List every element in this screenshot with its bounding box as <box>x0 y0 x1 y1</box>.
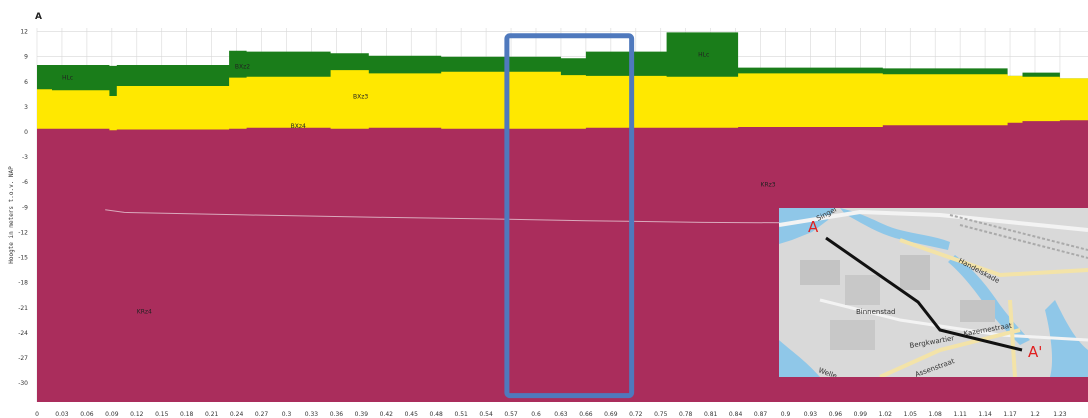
x-tick-label: 0.18 <box>180 411 194 418</box>
map-road <box>779 209 1088 232</box>
y-tick-label: -3 <box>22 154 28 161</box>
x-tick-label: 1.2 <box>1030 411 1040 418</box>
x-tick-label: 0.78 <box>679 411 693 418</box>
y-tick-label: 0 <box>24 129 28 136</box>
chart-title: A <box>35 12 42 22</box>
map-railway <box>959 224 1088 259</box>
map-block <box>845 275 880 305</box>
y-tick-label: -18 <box>18 280 28 287</box>
map-road <box>1008 299 1017 377</box>
y-tick-label: -30 <box>18 380 28 387</box>
x-tick-label: 0.33 <box>305 411 319 418</box>
street-label: Welle <box>817 366 838 380</box>
x-tick-label: 0.9 <box>781 411 791 418</box>
highlight-rectangle <box>504 33 635 399</box>
map-block <box>800 260 840 285</box>
x-tick-label: 0 <box>35 411 39 418</box>
map-road <box>879 328 1021 377</box>
x-tick-label: 0.54 <box>479 411 493 418</box>
x-tick-label: 1.14 <box>978 411 992 418</box>
x-tick-label: 1.05 <box>904 411 918 418</box>
x-tick-label: 0.57 <box>504 411 518 418</box>
x-tick-label: 0.84 <box>729 411 743 418</box>
x-tick-label: 1.11 <box>953 411 967 418</box>
map-block <box>960 300 995 322</box>
x-tick-label: 0.93 <box>804 411 818 418</box>
layer-label: BXz4 <box>291 123 306 130</box>
x-tick-label: 0.48 <box>430 411 444 418</box>
x-tick-label: 0.96 <box>829 411 843 418</box>
y-axis-label: Hoogte in meters t.o.v. NAP <box>8 166 15 264</box>
x-tick-label: 0.72 <box>629 411 643 418</box>
x-tick-label: 0.39 <box>355 411 369 418</box>
y-tick-label: 9 <box>24 54 28 61</box>
map-railway <box>949 214 1088 251</box>
layer-boundary-line <box>105 209 1060 225</box>
x-tick-label: 0.03 <box>55 411 69 418</box>
x-tick-label: 0.15 <box>155 411 169 418</box>
map-block <box>900 255 930 290</box>
x-tick-label: 0.12 <box>130 411 144 418</box>
x-tick-label: 0.69 <box>604 411 618 418</box>
map-block <box>830 320 875 350</box>
end-marker: A' <box>1028 343 1042 361</box>
layer-label: KRz4 <box>137 309 152 316</box>
x-tick-label: 0.24 <box>230 411 244 418</box>
x-tick-label: 1.02 <box>879 411 893 418</box>
layer-label: HLc <box>62 74 73 81</box>
x-tick-label: 0.51 <box>454 411 468 418</box>
y-tick-label: -15 <box>18 255 28 262</box>
y-tick-label: -6 <box>22 179 28 186</box>
y-tick-label: 3 <box>24 104 28 111</box>
y-tick-label: -27 <box>18 355 28 362</box>
x-tick-label: 0.45 <box>405 411 419 418</box>
section-line <box>825 236 1023 352</box>
x-tick-label: 0.81 <box>704 411 718 418</box>
x-tick-label: 0.75 <box>654 411 668 418</box>
x-tick-label: 0.27 <box>255 411 269 418</box>
x-tick-label: 0.21 <box>205 411 219 418</box>
layer-label: KRz3 <box>761 181 776 188</box>
x-tick-label: 0.6 <box>531 411 541 418</box>
inset-map: Singel Handelskade Binnenstad Kazernestr… <box>779 208 1088 380</box>
y-tick-label: -12 <box>18 229 28 236</box>
x-tick-label: 1.23 <box>1053 411 1067 418</box>
x-tick-label: 1.17 <box>1003 411 1017 418</box>
x-tick-label: 0.09 <box>105 411 119 418</box>
y-tick-label: 6 <box>24 79 28 86</box>
x-axis-ticks: 0 0.03 0.06 0.09 0.12 0.15 0.18 0.21 0.24 0.27 0.3… <box>35 411 1067 418</box>
map-water <box>779 340 820 377</box>
layer-label: BXz3 <box>353 94 368 101</box>
y-tick-label: -24 <box>18 330 28 337</box>
layer-label: HLc <box>698 52 709 59</box>
y-tick-label: -21 <box>18 305 28 312</box>
x-tick-label: 0.3 <box>282 411 292 418</box>
y-axis-ticks: 12 9 6 3 0 -3 -6 -9 -12 -15 -18 -21 -24 -27 -30 <box>18 29 28 388</box>
x-tick-label: 0.99 <box>854 411 868 418</box>
street-label: Binnenstad <box>856 308 896 316</box>
x-tick-label: 1.08 <box>929 411 943 418</box>
map-water <box>840 208 950 250</box>
map-road <box>819 298 1088 342</box>
x-tick-label: 0.63 <box>554 411 568 418</box>
x-tick-label: 0.87 <box>754 411 768 418</box>
layer-label: BXz2 <box>235 63 250 70</box>
y-tick-label: -9 <box>22 204 28 211</box>
start-marker: A <box>808 218 819 236</box>
x-tick-label: 0.36 <box>330 411 344 418</box>
y-tick-label: 12 <box>20 29 28 36</box>
map-road <box>899 238 1088 278</box>
x-tick-label: 0.42 <box>380 411 394 418</box>
x-tick-label: 0.66 <box>579 411 593 418</box>
x-tick-label: 0.06 <box>80 411 94 418</box>
